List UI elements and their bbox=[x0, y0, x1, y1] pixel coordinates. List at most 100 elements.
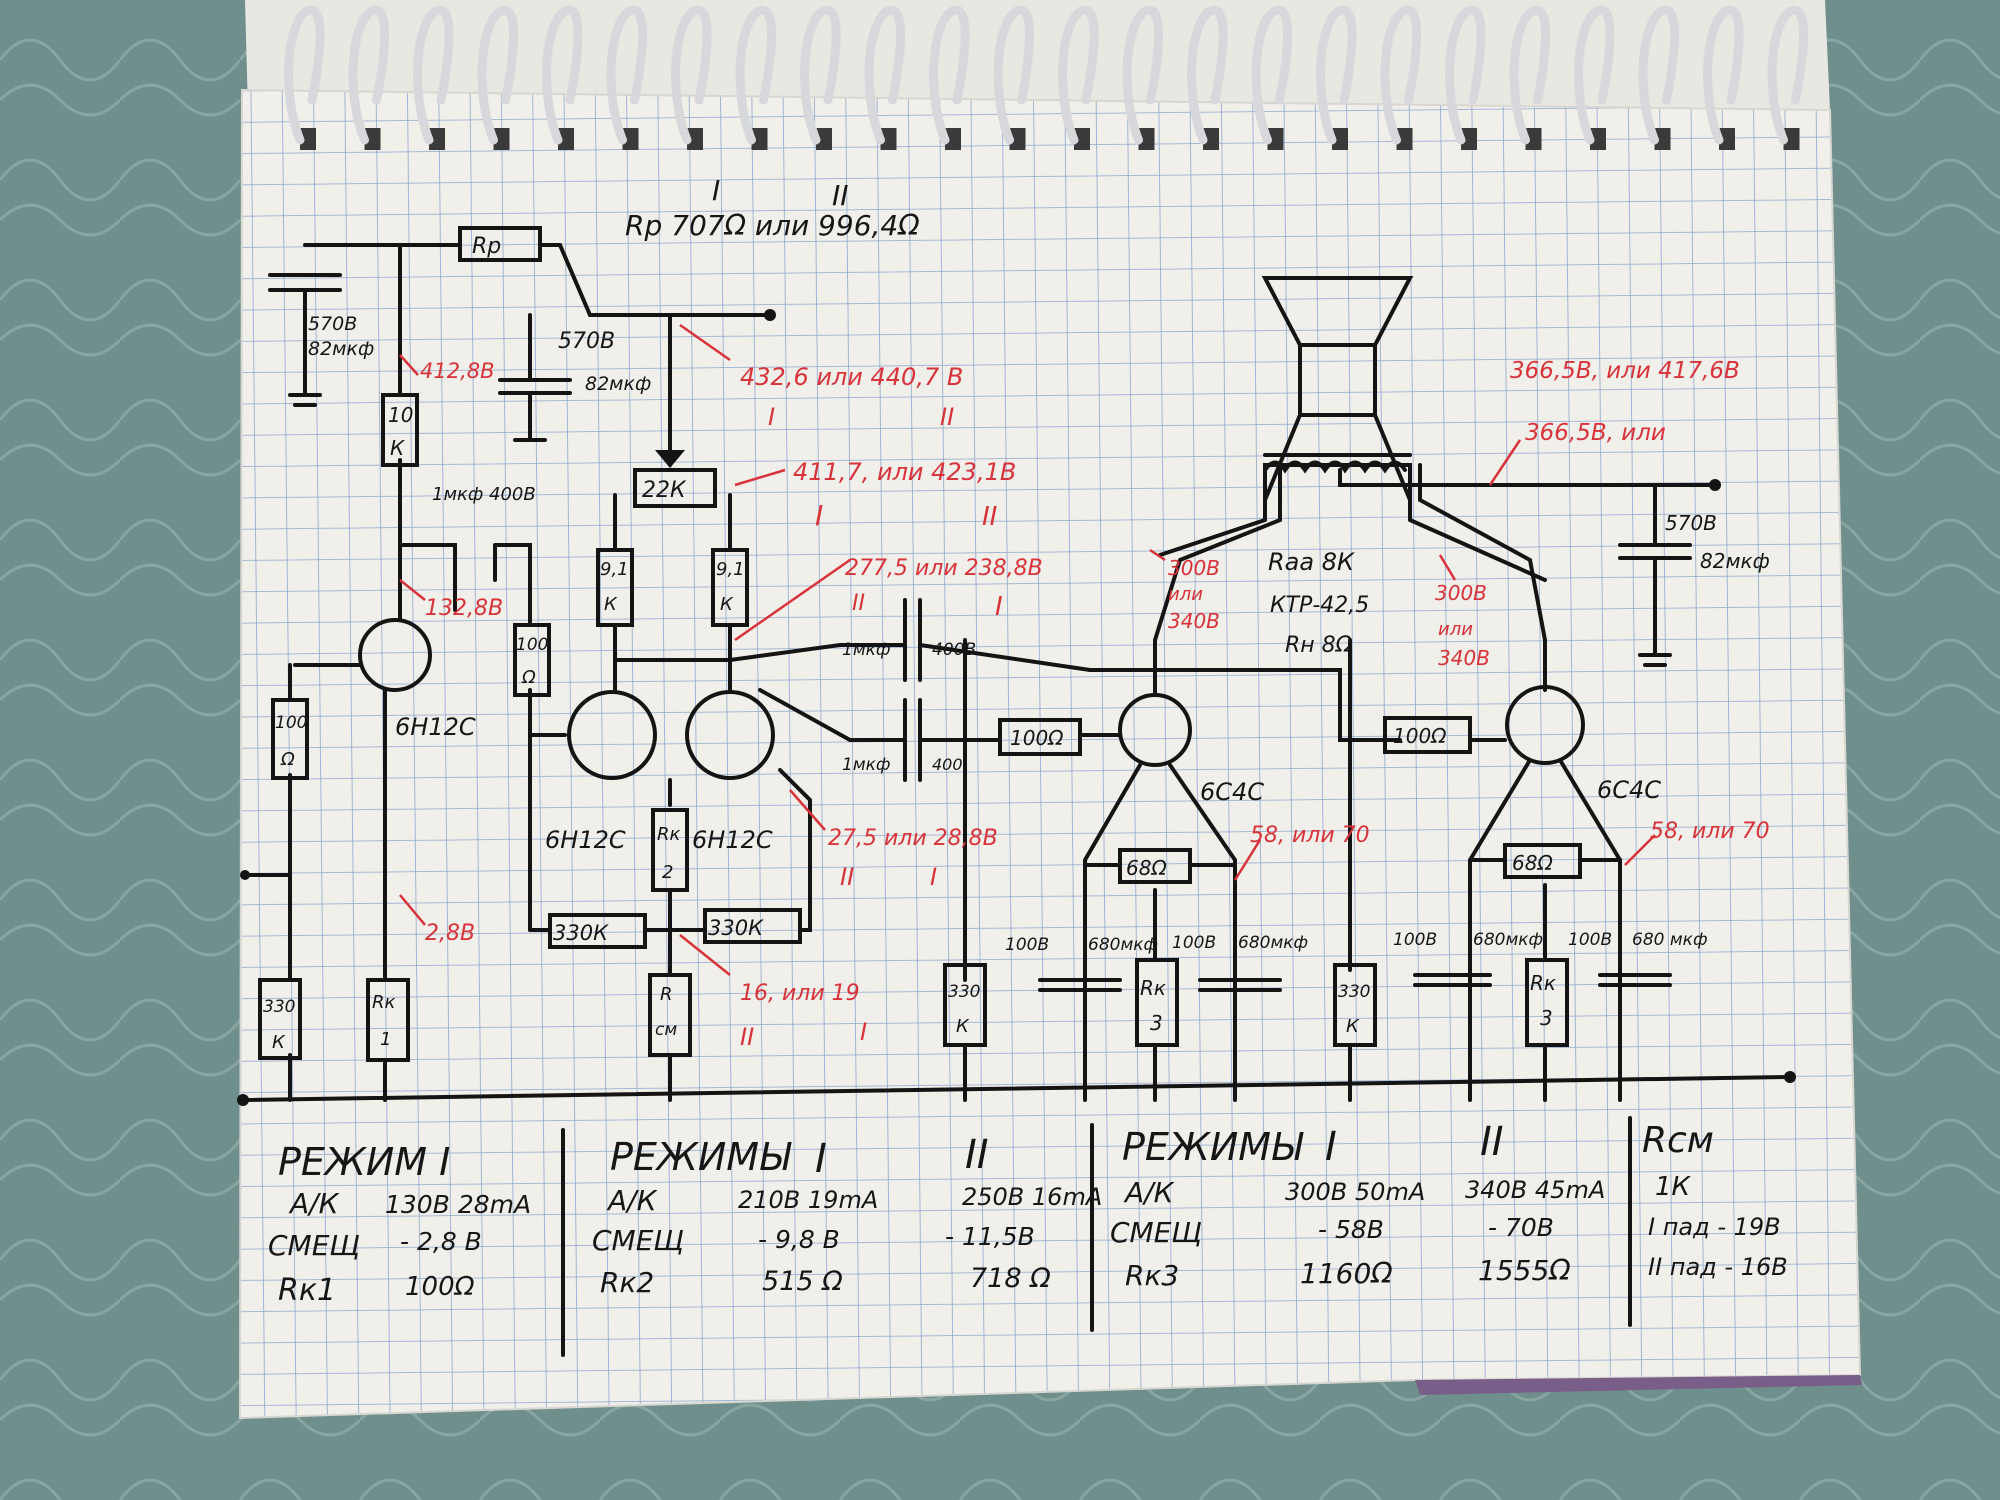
binding-hole bbox=[1461, 128, 1477, 150]
voltage-58-1: 58, или 70 bbox=[1250, 823, 1370, 848]
cap-mid-voltage: 570В bbox=[558, 329, 615, 354]
table2-col-ii: II bbox=[965, 1132, 989, 1178]
voltage-132: 132,8В bbox=[425, 596, 503, 621]
spiral-ring bbox=[1703, 5, 1744, 145]
table-rsm: Rсм 1К I пад - 19В II пад - 16В bbox=[1642, 1120, 1788, 1281]
cap-1uf-a-capacity: 1мкф bbox=[842, 640, 890, 660]
r10k-unit: К bbox=[390, 436, 405, 460]
binding-hole bbox=[1332, 128, 1348, 150]
table3-row1-label: А/К bbox=[1123, 1176, 1175, 1209]
r330k-right-unit: К bbox=[1346, 1016, 1360, 1037]
binding-hole bbox=[1267, 128, 1284, 150]
cap-label-7: 100В bbox=[1568, 930, 1612, 950]
binding-hole bbox=[1783, 128, 1800, 150]
rk3-1-index: 3 bbox=[1150, 1011, 1163, 1035]
mode-tables: РЕЖИМ I А/К 130В 28mA СМЕЩ - 2,8 В Rк1 1… bbox=[268, 1116, 1788, 1357]
voltage-2-8: 2,8В bbox=[425, 921, 475, 946]
binding-hole bbox=[687, 128, 703, 150]
transformer-impedance: Rаа 8К bbox=[1268, 548, 1355, 576]
voltage-27-mark-ii: II bbox=[840, 863, 854, 891]
tube-6n12s-1-label: 6Н12С bbox=[395, 713, 476, 741]
rk3-2-label: Rк bbox=[1530, 971, 1556, 995]
spiral-ring bbox=[542, 5, 583, 145]
voltage-58-2: 58, или 70 bbox=[1650, 819, 1770, 844]
spiral-ring bbox=[1509, 5, 1551, 145]
cap-label-3: 100В bbox=[1172, 933, 1216, 953]
table4-row2: I пад - 19В bbox=[1648, 1213, 1781, 1241]
cap-label-8: 680 мкф bbox=[1632, 930, 1707, 950]
rsm-suffix: см bbox=[655, 1020, 677, 1040]
table2-row2-col2: - 11,5В bbox=[945, 1222, 1035, 1251]
table4-row3: II пад - 16В bbox=[1648, 1253, 1788, 1281]
table-stage2: РЕЖИМЫ I II А/К 210В 19mA 250В 16mA СМЕЩ… bbox=[592, 1132, 1102, 1299]
table3-row2-col1: - 58В bbox=[1318, 1215, 1384, 1244]
cap-label-5: 100В bbox=[1393, 930, 1437, 950]
voltage-277: 277,5 или 238,8В bbox=[845, 556, 1043, 581]
table2-col-i: I bbox=[815, 1136, 827, 1182]
cap-label-6: 680мкф bbox=[1473, 930, 1543, 950]
rk1-index: 1 bbox=[380, 1029, 391, 1050]
r22k-label: 22К bbox=[642, 478, 687, 503]
table2-title: РЕЖИМЫ bbox=[610, 1135, 792, 1179]
r330k-2-label: 330К bbox=[708, 916, 764, 940]
spiral-ring bbox=[1122, 5, 1164, 145]
cap-label-2: 680мкф bbox=[1088, 935, 1158, 955]
mode-mark-i: I bbox=[712, 174, 720, 207]
table2-row1-col2: 250В 16mA bbox=[962, 1183, 1102, 1211]
table-dividers bbox=[561, 1116, 1632, 1357]
voltage-412: 412,8В bbox=[420, 359, 495, 383]
rsm-label: R bbox=[660, 984, 673, 1005]
mode-mark-ii: II bbox=[832, 179, 849, 212]
binding-hole bbox=[1074, 128, 1090, 150]
table4-row1: 1К bbox=[1655, 1172, 1692, 1202]
spiral-ring bbox=[413, 5, 454, 145]
spiral-ring bbox=[735, 5, 777, 145]
table3-col-i: I bbox=[1325, 1124, 1337, 1170]
table-stage1: РЕЖИМ I А/К 130В 28mA СМЕЩ - 2,8 В Rк1 1… bbox=[268, 1140, 531, 1308]
rk2-label: Rк bbox=[657, 824, 681, 845]
tube-6s4s-2-label: 6С4С bbox=[1597, 776, 1661, 804]
binding-hole bbox=[945, 128, 961, 150]
binding-hole bbox=[1009, 128, 1026, 150]
tube-6n12s-3-label: 6Н12С bbox=[692, 826, 773, 854]
spiral-ring bbox=[1767, 5, 1809, 145]
r91k-right-unit: К bbox=[720, 594, 734, 615]
r91k-left-value: 9,1 bbox=[600, 559, 629, 580]
spiral-binding bbox=[284, 5, 1809, 150]
table1-title: РЕЖИМ I bbox=[278, 1140, 450, 1184]
table1-row3-label: Rк1 bbox=[278, 1273, 336, 1308]
spiral-ring bbox=[929, 5, 970, 145]
rk1-label: Rк bbox=[372, 992, 396, 1013]
cap-left-capacity: 82мкф bbox=[308, 338, 374, 360]
r100-left-unit: Ω bbox=[280, 749, 295, 770]
spiral-ring bbox=[1058, 5, 1099, 145]
table3-row1-col2: 340В 45mA bbox=[1465, 1176, 1605, 1204]
spiral-ring bbox=[1574, 5, 1615, 145]
r330k-mid-value: 330 bbox=[948, 982, 980, 1002]
r100-grid-2-label: 100Ω bbox=[1393, 724, 1447, 748]
r330k-1-label: 330К bbox=[553, 921, 609, 945]
binding-hole bbox=[364, 128, 381, 150]
r91k-left-unit: К bbox=[604, 594, 618, 615]
voltage-16-mark-ii: II bbox=[740, 1023, 754, 1051]
cap-label-1: 100В bbox=[1005, 935, 1049, 955]
voltage-300-right: 300В bbox=[1435, 581, 1487, 605]
table2-row2-col1: - 9,8 В bbox=[758, 1225, 840, 1254]
table3-row3-col2: 1555Ω bbox=[1478, 1254, 1571, 1287]
table3-row1-col1: 300В 50mA bbox=[1285, 1178, 1425, 1206]
spiral-ring bbox=[671, 5, 712, 145]
annotation-pointers bbox=[399, 323, 1656, 976]
r330k-left-value: 330 bbox=[263, 997, 295, 1017]
voltage-16: 16, или 19 bbox=[740, 981, 860, 1006]
table2-row1-col1: 210В 19mA bbox=[738, 1186, 878, 1214]
table1-row1-label: А/К bbox=[288, 1187, 340, 1220]
r100-mid-unit: Ω bbox=[521, 667, 536, 688]
binding-hole bbox=[1590, 128, 1606, 150]
voltage-16-mark-i: I bbox=[860, 1018, 867, 1046]
table4-title: Rсм bbox=[1642, 1120, 1714, 1161]
voltage-411-mark-ii: II bbox=[982, 502, 997, 532]
binding-hole bbox=[1396, 128, 1413, 150]
transformer-model: КТР-42,5 bbox=[1270, 593, 1369, 618]
schematic-wiring bbox=[237, 243, 1796, 1106]
